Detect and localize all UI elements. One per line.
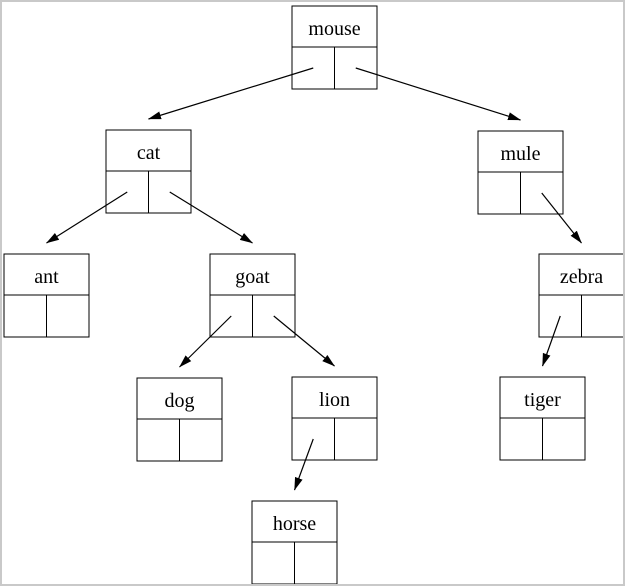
edge-mouse-left-cat (148, 67, 314, 120)
tree-node-tiger: tiger (499, 376, 586, 461)
tree-node-mouse: mouse (291, 5, 378, 90)
tree-node-cat: cat (105, 129, 192, 214)
node-label-cat: cat (137, 142, 161, 164)
node-label-dog: dog (165, 390, 195, 412)
node-label-horse: horse (273, 513, 316, 535)
edges-layer (46, 67, 582, 491)
tree-node-lion: lion (291, 376, 378, 461)
node-label-goat: goat (235, 266, 270, 288)
node-label-ant: ant (34, 266, 59, 288)
tree-node-horse: horse (251, 500, 338, 584)
tree-node-mule: mule (477, 130, 564, 215)
edge-zebra-left-tiger (541, 315, 561, 367)
edge-mule-right-zebra (541, 192, 582, 244)
node-label-tiger: tiger (524, 389, 561, 411)
node-label-mouse: mouse (308, 18, 360, 40)
node-label-mule: mule (501, 143, 541, 165)
edge-cat-left-ant (46, 191, 128, 244)
tree-node-ant: ant (3, 253, 90, 338)
tree-node-dog: dog (136, 377, 223, 462)
node-label-zebra: zebra (560, 266, 603, 288)
tree-node-zebra: zebra (538, 253, 623, 338)
edge-lion-left-horse (293, 438, 314, 491)
edge-mouse-right-mule (355, 67, 521, 121)
edge-goat-right-lion (273, 315, 335, 367)
edge-goat-left-dog (179, 315, 232, 368)
nodes-layer: mouse cat mule ant goat zebra dog lion tiger hors… (3, 5, 623, 584)
edge-cat-right-goat (169, 191, 253, 244)
node-label-lion: lion (319, 389, 350, 411)
